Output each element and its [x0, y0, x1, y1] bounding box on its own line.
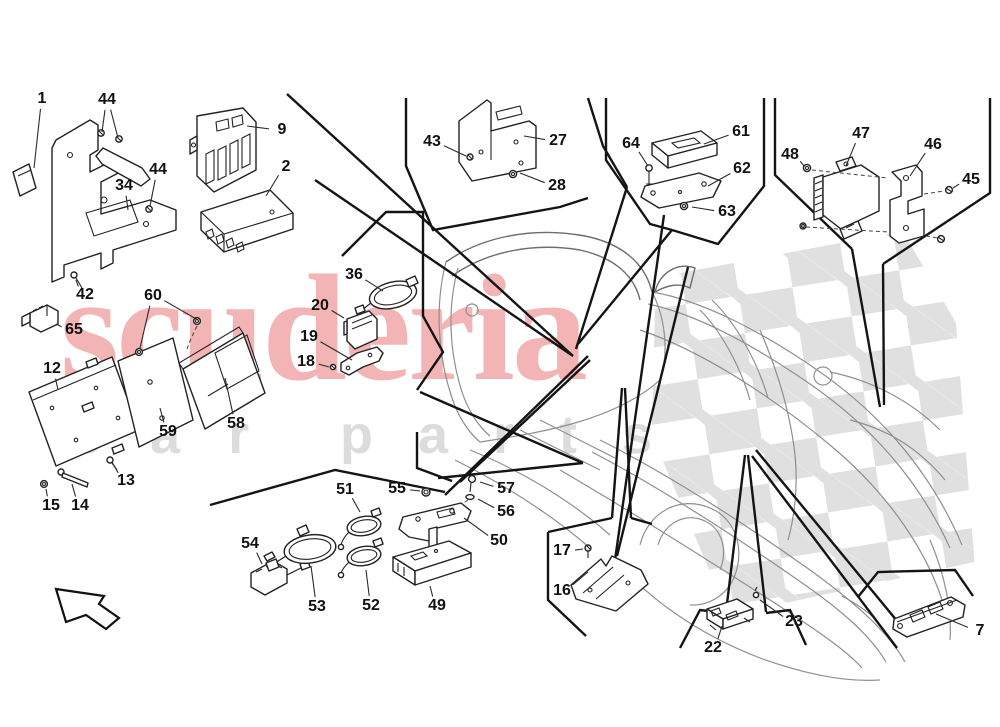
callout-45[interactable]: 45	[962, 171, 980, 188]
callout-19[interactable]: 19	[300, 328, 318, 345]
part-57-screw	[467, 474, 477, 493]
part-62-plate	[640, 172, 722, 209]
callout-28[interactable]: 28	[548, 177, 566, 194]
callout-52[interactable]: 52	[362, 597, 380, 614]
callout-57[interactable]: 57	[497, 480, 515, 497]
callout-42[interactable]: 42	[76, 286, 94, 303]
part-64-bolt	[645, 164, 653, 185]
part-45-screws	[936, 185, 954, 244]
part-53-antenna-ring	[265, 524, 337, 572]
direction-arrow-icon	[54, 587, 121, 631]
callout-16[interactable]: 16	[553, 582, 571, 599]
part-16-bracket	[570, 555, 649, 612]
callout-54[interactable]: 54	[241, 535, 259, 552]
callout-23[interactable]: 23	[785, 613, 803, 630]
callout-14[interactable]: 14	[71, 497, 89, 514]
part-50-bracket	[398, 502, 472, 548]
part-65-connector	[21, 304, 59, 333]
callout-53[interactable]: 53	[308, 598, 326, 615]
part-19-bracket	[340, 346, 384, 376]
callout-36[interactable]: 36	[345, 266, 363, 283]
part-2-module	[200, 189, 294, 253]
callout-59[interactable]: 59	[159, 423, 177, 440]
part-1-pin	[12, 163, 37, 197]
callout-17[interactable]: 17	[553, 542, 571, 559]
callout-43[interactable]: 43	[423, 133, 441, 150]
callout-55[interactable]: 55	[388, 480, 406, 497]
callout-20[interactable]: 20	[311, 297, 329, 314]
callout-18[interactable]: 18	[297, 353, 315, 370]
callout-51[interactable]: 51	[336, 481, 354, 498]
callout-22[interactable]: 22	[704, 639, 722, 656]
callout-7[interactable]: 7	[975, 622, 985, 639]
callout-63[interactable]: 63	[718, 203, 736, 220]
part-22-module	[706, 598, 754, 631]
part-20-module	[343, 304, 378, 350]
part-14-bolt	[57, 468, 89, 488]
callout-46[interactable]: 46	[924, 136, 942, 153]
part-23-screw	[752, 586, 760, 599]
callout-34[interactable]: 34	[115, 177, 133, 194]
callout-leader-lines	[33, 108, 969, 639]
callout-56[interactable]: 56	[497, 503, 515, 520]
callout-65[interactable]: 65	[65, 321, 83, 338]
part-7-module	[892, 596, 966, 638]
callout-12[interactable]: 12	[43, 360, 61, 377]
callout-13[interactable]: 13	[117, 472, 135, 489]
callout-44[interactable]: 44	[149, 161, 167, 178]
part-43-screw	[466, 153, 474, 161]
part-63-nut	[679, 201, 689, 211]
part-18-screw	[329, 363, 337, 371]
callout-61[interactable]: 61	[732, 123, 750, 140]
callout-49[interactable]: 49	[428, 597, 446, 614]
callout-9[interactable]: 9	[277, 121, 287, 138]
callout-58[interactable]: 58	[227, 415, 245, 432]
callout-60[interactable]: 60	[144, 287, 162, 304]
assembly-dashed-lines	[805, 169, 945, 239]
callout-15[interactable]: 15	[42, 497, 60, 514]
callout-64[interactable]: 64	[622, 135, 640, 152]
car-outline	[438, 231, 963, 681]
part-59-bracket	[81, 337, 194, 455]
part-58-module	[178, 326, 266, 430]
part-51-antenna-ring	[337, 507, 382, 551]
part-55-grommet	[421, 487, 431, 497]
part-15-nut	[39, 479, 49, 489]
callout-1[interactable]: 1	[37, 90, 47, 107]
callout-50[interactable]: 50	[490, 532, 508, 549]
part-46-bracket	[889, 164, 925, 244]
callout-27[interactable]: 27	[549, 132, 567, 149]
part-48-nut	[799, 163, 812, 230]
callout-2[interactable]: 2	[281, 158, 291, 175]
part-9-ecu	[189, 107, 257, 193]
callout-48[interactable]: 48	[781, 146, 799, 163]
callout-44[interactable]: 44	[98, 91, 116, 108]
callout-47[interactable]: 47	[852, 125, 870, 142]
callout-62[interactable]: 62	[733, 160, 751, 177]
part-61-ecu	[651, 130, 718, 169]
part-27-bracket	[458, 99, 537, 182]
part-34-bracket	[51, 119, 177, 283]
part-52-antenna-ring	[337, 537, 384, 579]
pointer-wedges	[286, 93, 908, 649]
part-47-module	[813, 156, 880, 240]
part-28-nut	[508, 169, 518, 179]
part-17-screw	[584, 544, 592, 558]
part-42-screw	[70, 271, 83, 289]
part-49-box	[392, 540, 472, 586]
part-60-nuts	[134, 316, 202, 357]
